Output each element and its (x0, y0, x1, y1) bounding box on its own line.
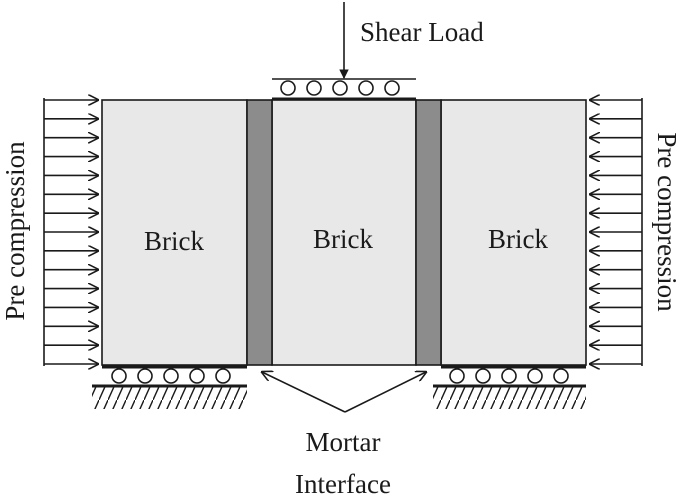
bottom-left-support (92, 365, 247, 409)
shear-load-label: Shear Load (360, 17, 484, 47)
mortar-label-line2: Interface (295, 469, 391, 499)
brick-right (440, 99, 587, 366)
brick-middle-label: Brick (313, 224, 373, 254)
mortar-joint-right (415, 99, 442, 366)
mortar-pointer-left (262, 372, 346, 413)
left-pre-compression-arrows (43, 98, 98, 366)
brick-left (101, 99, 248, 366)
bottom-right-support (433, 365, 586, 409)
mortar-pointer-right (344, 372, 426, 413)
pre-compression-right-label: Pre compression (652, 132, 682, 312)
brick-left-label: Brick (144, 226, 204, 256)
top-roller-support (272, 78, 416, 101)
brick-right-label: Brick (488, 224, 548, 254)
pre-compression-left-label: Pre compression (0, 141, 30, 321)
mortar-label-line1: Mortar (306, 427, 381, 457)
right-pre-compression-arrows (590, 98, 643, 366)
brick-middle (271, 99, 417, 366)
mortar-joint-left (246, 99, 273, 366)
